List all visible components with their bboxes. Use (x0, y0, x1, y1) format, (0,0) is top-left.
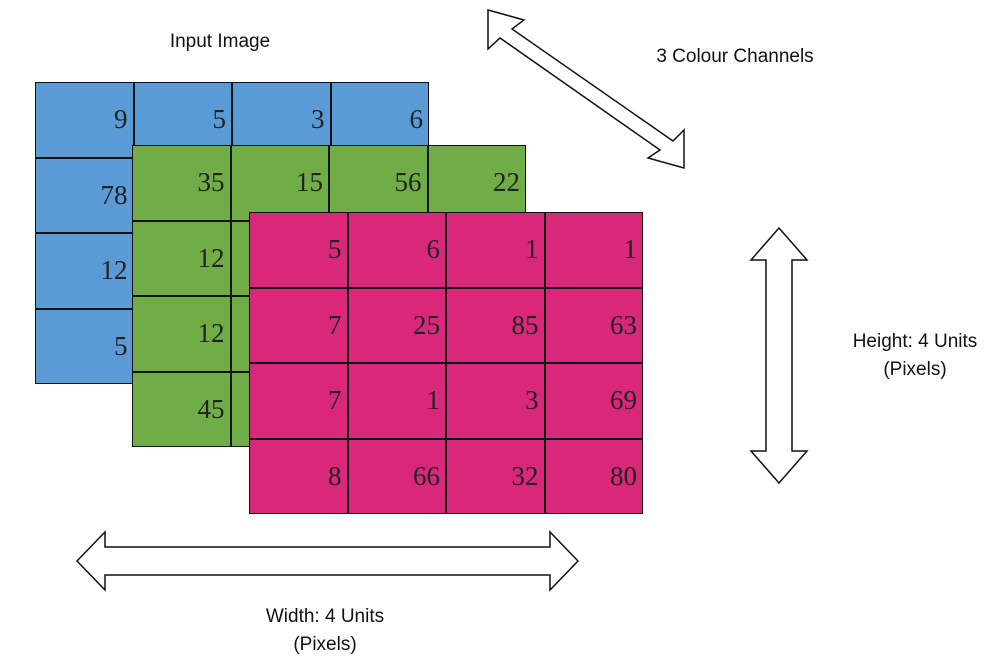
green-cell: 15 (230, 145, 329, 221)
blue-cell: 6 (330, 82, 429, 158)
width-double-arrow (75, 530, 580, 592)
magenta-cell: 66 (347, 438, 446, 514)
width-label: Width: 4 Units (Pixels) (230, 603, 420, 659)
blue-cell: 5 (133, 82, 232, 158)
green-cell: 35 (132, 145, 231, 221)
magenta-cell: 1 (347, 363, 446, 439)
blue-cell: 9 (35, 82, 134, 158)
magenta-cell: 63 (544, 287, 643, 363)
magenta-cell: 7 (249, 363, 348, 439)
height-double-arrow (749, 226, 809, 485)
magenta-cell: 32 (446, 438, 545, 514)
magenta-cell: 5 (249, 212, 348, 288)
magenta-cell: 3 (446, 363, 545, 439)
height-label: Height: 4 Units (Pixels) (820, 328, 992, 384)
green-cell: 45 (132, 371, 231, 447)
magenta-cell: 25 (347, 287, 446, 363)
green-cell: 12 (132, 220, 231, 296)
height-label-line2: (Pixels) (883, 359, 947, 380)
input-image-label: Input Image (169, 31, 271, 52)
magenta-cell: 8 (249, 438, 348, 514)
magenta-cell: 80 (544, 438, 643, 514)
blue-cell: 78 (35, 157, 134, 233)
magenta-cell: 85 (446, 287, 545, 363)
green-cell: 56 (329, 145, 428, 221)
magenta-cell: 69 (544, 363, 643, 439)
magenta-cell: 7 (249, 287, 348, 363)
blue-cell: 12 (35, 233, 134, 309)
magenta-cell: 1 (446, 212, 545, 288)
magenta-cell: 6 (347, 212, 446, 288)
blue-cell: 3 (232, 82, 331, 158)
green-cell: 22 (427, 145, 526, 221)
channels-double-arrow (487, 9, 685, 169)
colour-channels-label: 3 Colour Channels (656, 46, 814, 67)
green-cell: 12 (132, 296, 231, 372)
width-label-line2: (Pixels) (293, 634, 357, 655)
magenta-cell: 1 (544, 212, 643, 288)
height-label-line1: Height: 4 Units (852, 331, 978, 352)
blue-cell: 5 (35, 308, 134, 384)
width-label-line1: Width: 4 Units (265, 606, 385, 627)
